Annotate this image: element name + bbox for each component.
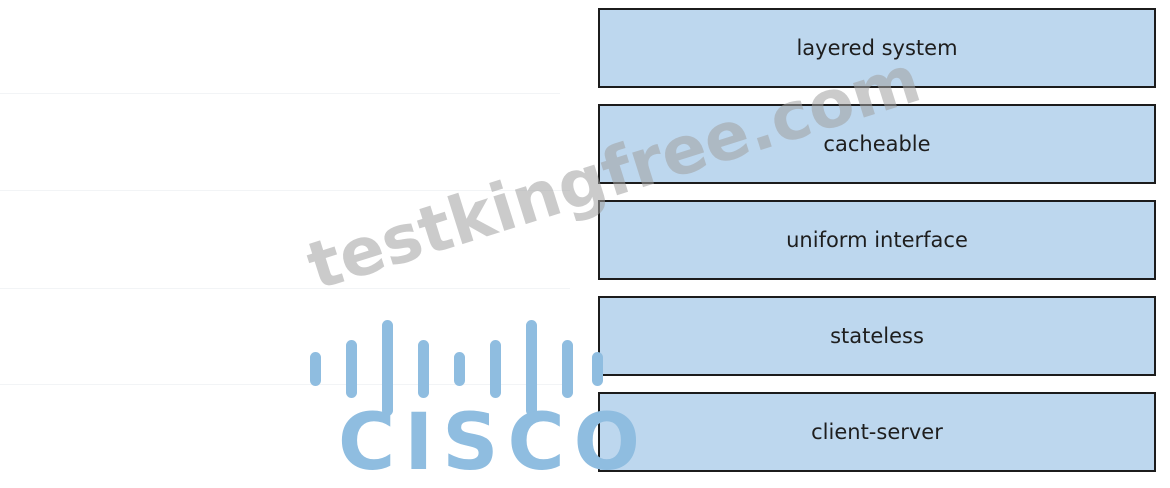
faint-line-3 bbox=[0, 288, 570, 289]
logo-bar bbox=[592, 352, 603, 386]
faint-line-4 bbox=[0, 384, 565, 385]
logo-bar bbox=[562, 340, 573, 398]
logo-bar bbox=[490, 340, 501, 398]
option-box-uniform-interface[interactable]: uniform interface bbox=[598, 200, 1156, 280]
logo-bar bbox=[454, 352, 465, 386]
logo-bar bbox=[310, 352, 321, 386]
cisco-logo-text: CISCO bbox=[338, 398, 649, 488]
logo-bar bbox=[382, 320, 393, 416]
answer-options-column: layered system cacheable uniform interfa… bbox=[598, 8, 1156, 472]
logo-bar bbox=[526, 320, 537, 416]
option-box-stateless[interactable]: stateless bbox=[598, 296, 1156, 376]
option-box-layered-system[interactable]: layered system bbox=[598, 8, 1156, 88]
logo-bar bbox=[346, 340, 357, 398]
cisco-logo: CISCO bbox=[308, 316, 640, 482]
faint-line-2 bbox=[0, 190, 570, 191]
faint-line-1 bbox=[0, 93, 560, 94]
logo-bar bbox=[418, 340, 429, 398]
option-box-cacheable[interactable]: cacheable bbox=[598, 104, 1156, 184]
option-box-client-server[interactable]: client-server bbox=[598, 392, 1156, 472]
